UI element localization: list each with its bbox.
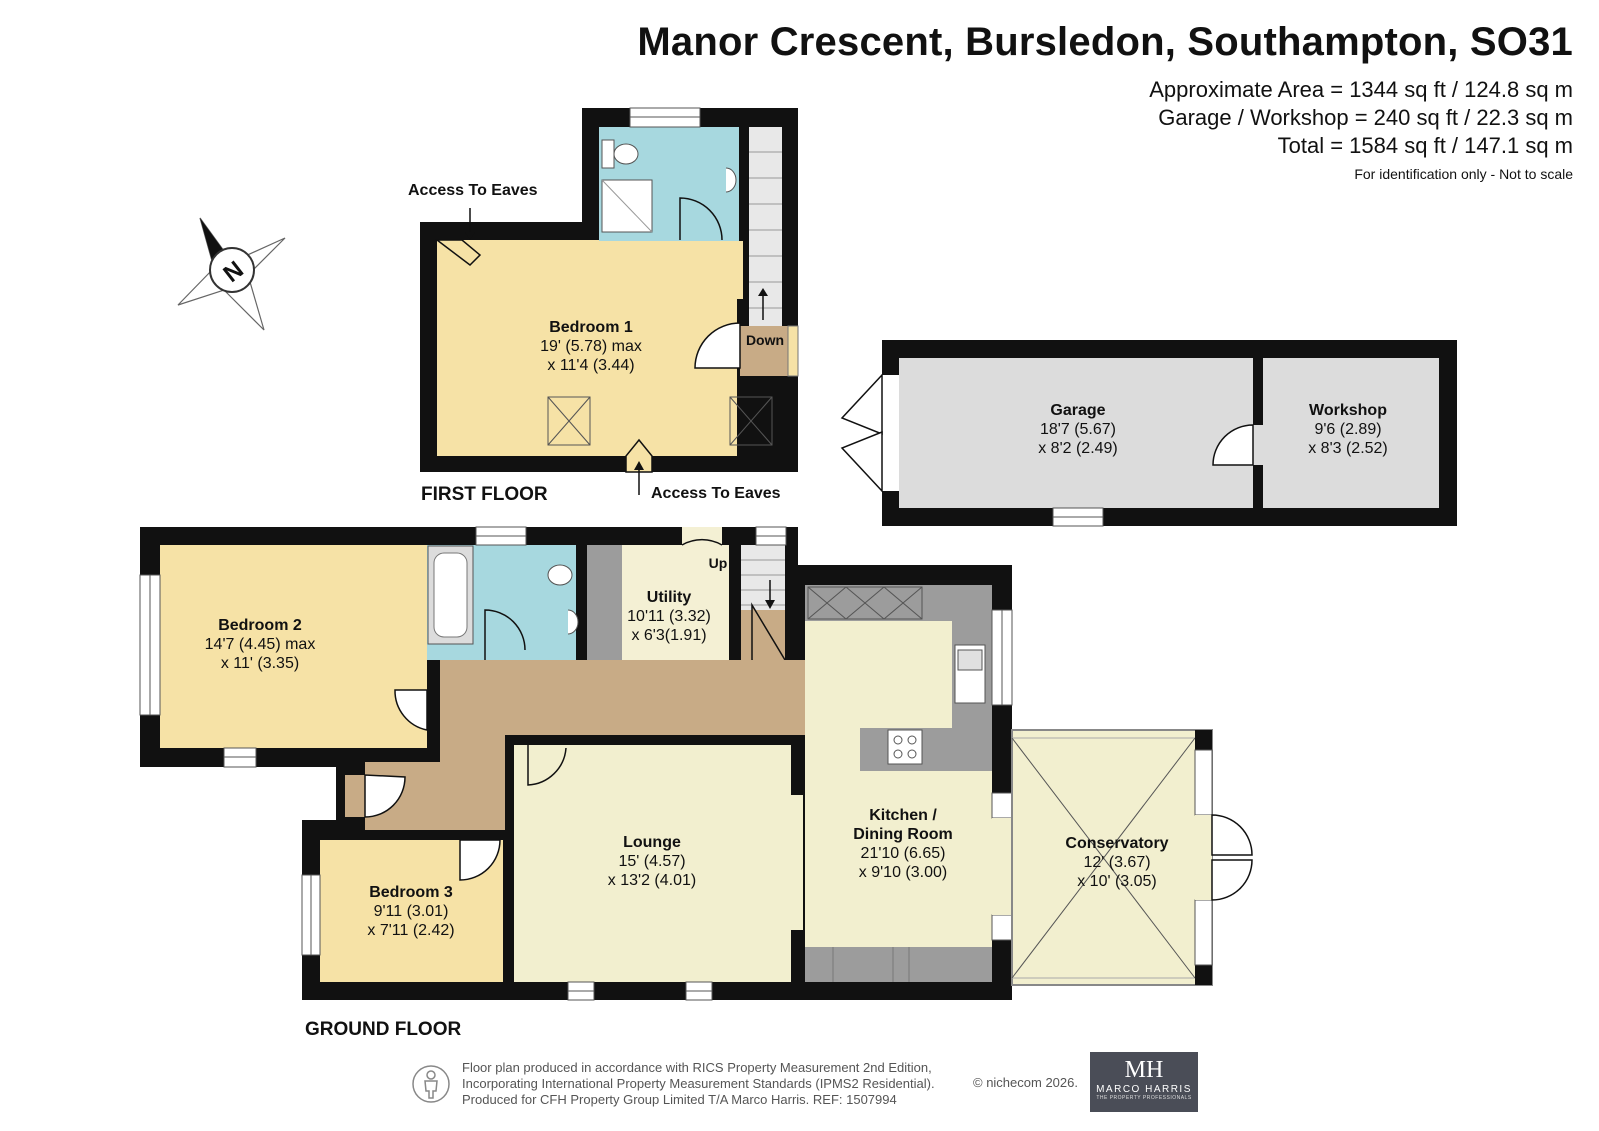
bedroom2-dim1: 14'7 (4.45) max: [205, 636, 316, 653]
kitchen-dim2: x 9'10 (3.00): [859, 864, 947, 881]
bedroom3-dim1: 9'11 (3.01): [374, 903, 449, 920]
bedroom1-dim1: 19' (5.78) max: [540, 338, 642, 355]
lounge-name: Lounge: [623, 834, 681, 851]
access-eaves-bottom-label: Access To Eaves: [651, 485, 781, 502]
page-title: Manor Crescent, Bursledon, Southampton, …: [637, 20, 1573, 64]
workshop-dim1: 9'6 (2.89): [1314, 421, 1381, 438]
approximate-area: Approximate Area = 1344 sq ft / 124.8 sq…: [1149, 77, 1573, 102]
utility-dim1: 10'11 (3.32): [627, 608, 711, 625]
disclaimer: For identification only - Not to scale: [1354, 166, 1573, 182]
kitchen-name: Kitchen /: [869, 807, 937, 824]
first-floor-label: FIRST FLOOR: [421, 484, 548, 505]
agent-logo: MH MARCO HARRIS THE PROPERTY PROFESSIONA…: [1090, 1052, 1198, 1112]
room-bedroom-1: [437, 240, 737, 456]
footer-note: Floor plan produced in accordance with R…: [462, 1060, 935, 1108]
footer-line-3: Produced for CFH Property Group Limited …: [462, 1092, 897, 1107]
total-area: Total = 1584 sq ft / 147.1 sq m: [1277, 133, 1573, 158]
garage-name: Garage: [1050, 402, 1105, 419]
utility-name: Utility: [647, 589, 692, 606]
room-utility: [622, 545, 729, 660]
footer-line-2: Incorporating International Property Mea…: [462, 1076, 935, 1091]
bedroom3-dim2: x 7'11 (2.42): [367, 922, 454, 939]
bedroom2-name: Bedroom 2: [218, 617, 302, 634]
copyright: © nichecom 2026.: [973, 1075, 1078, 1090]
garage-area: Garage / Workshop = 240 sq ft / 22.3 sq …: [1158, 105, 1573, 130]
garage-plan: Garage 18'7 (5.67) x 8'2 (2.49) Workshop…: [840, 340, 1457, 527]
logo-mark: MH: [1124, 1057, 1164, 1083]
bedroom3-name: Bedroom 3: [369, 884, 453, 901]
bedroom1-dim2: x 11'4 (3.44): [547, 357, 634, 374]
garage-dim1: 18'7 (5.67): [1040, 421, 1116, 438]
workshop-name: Workshop: [1309, 402, 1387, 419]
footer-line-1: Floor plan produced in accordance with R…: [462, 1060, 932, 1075]
bedroom2-dim2: x 11' (3.35): [221, 655, 299, 672]
lounge-dim2: x 13'2 (4.01): [608, 872, 696, 889]
bedroom1-name: Bedroom 1: [549, 319, 633, 336]
garage-dim2: x 8'2 (2.49): [1038, 440, 1118, 457]
down-label: Down: [746, 332, 784, 348]
first-floor-plan: Access To Eaves Access To Eaves FIRST FL…: [408, 107, 799, 505]
utility-dim2: x 6'3(1.91): [631, 627, 706, 644]
kitchen-name-2: Dining Room: [853, 826, 953, 843]
room-garage: [899, 358, 1253, 508]
lounge-dim1: 15' (4.57): [618, 853, 685, 870]
person-icon: [412, 1065, 450, 1103]
conservatory-name: Conservatory: [1065, 835, 1168, 852]
ground-floor-label: GROUND FLOOR: [305, 1019, 461, 1040]
kitchen-dim1: 21'10 (6.65): [861, 845, 946, 862]
room-hallway: [365, 660, 806, 830]
conservatory-dim2: x 10' (3.05): [1077, 873, 1157, 890]
logo-name: MARCO HARRIS: [1096, 1084, 1192, 1095]
access-eaves-top-label: Access To Eaves: [408, 182, 538, 199]
room-workshop: [1263, 358, 1439, 508]
up-label: Up: [709, 555, 728, 571]
conservatory-dim1: 12' (3.67): [1083, 854, 1150, 871]
room-bedroom-2: [160, 545, 427, 748]
compass-icon: N: [177, 217, 286, 331]
logo-tagline: THE PROPERTY PROFESSIONALS: [1096, 1095, 1192, 1101]
room-lounge: [514, 745, 791, 982]
ground-floor-plan: GROUND FLOOR Up Bedroom 2 14'7 (4.45) ma…: [139, 526, 1253, 1040]
workshop-dim2: x 8'3 (2.52): [1308, 440, 1388, 457]
